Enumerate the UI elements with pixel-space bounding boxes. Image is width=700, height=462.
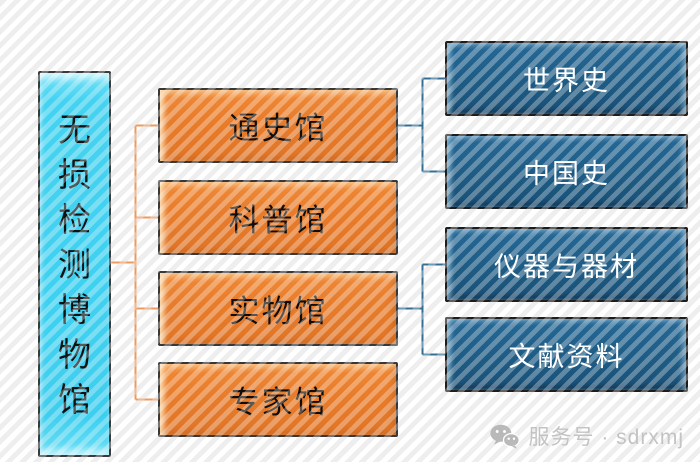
level2-connector-path-bottom [397,263,446,356]
node-artifacts-hall: 实物馆 [158,271,398,346]
level1-connector-path [111,124,159,401]
watermark-text: 服务号 · sdrxmj [528,426,684,449]
node-literature-materials-label: 文献资料 [508,342,625,372]
watermark: 服务号 · sdrxmj [489,421,685,451]
node-museum-root-label: 无损检测博物馆 [58,110,91,418]
node-experts-hall: 专家馆 [158,362,398,437]
node-literature-materials: 文献资料 [445,317,688,392]
node-science-popularization-hall: 科普馆 [158,180,398,255]
node-instruments-equipment: 仪器与器材 [445,227,688,302]
node-china-history-label: 中国史 [523,159,610,189]
node-world-history-label: 世界史 [523,66,610,96]
wechat-icon [489,423,520,449]
node-general-history-hall-label: 通史馆 [228,111,328,146]
node-world-history: 世界史 [445,41,688,116]
node-science-popularization-hall-label: 科普馆 [228,203,328,238]
node-experts-hall-label: 专家馆 [228,385,328,420]
node-general-history-hall: 通史馆 [158,88,398,163]
level2-connector-path-top [397,77,446,173]
node-china-history: 中国史 [445,134,688,209]
node-museum-root: 无损检测博物馆 [38,71,111,457]
node-instruments-equipment-label: 仪器与器材 [494,252,639,282]
node-artifacts-hall-label: 实物馆 [228,294,328,329]
